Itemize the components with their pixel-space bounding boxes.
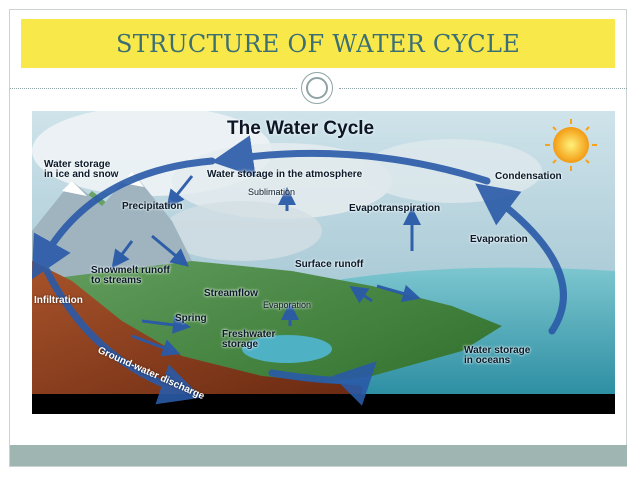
label-surface-runoff: Surface runoff: [295, 260, 363, 270]
label-evaporation-land: Evaporation: [263, 301, 311, 310]
label-evaporation-ocean: Evaporation: [470, 235, 528, 245]
label-spring: Spring: [175, 314, 207, 324]
label-infiltration: Infiltration: [34, 296, 83, 306]
title-bar: STRUCTURE OF WATER CYCLE: [21, 19, 615, 68]
label-water-storage-ice-snow: Water storage in ice and snow: [44, 160, 118, 180]
image-bottom-band: [32, 394, 615, 414]
divider-line-left: [10, 88, 297, 89]
label-condensation: Condensation: [495, 172, 562, 182]
sun-icon: [553, 127, 589, 163]
label-water-storage-oceans: Water storage in oceans: [464, 346, 530, 366]
label-evapotranspiration: Evapotranspiration: [349, 204, 440, 214]
label-streamflow: Streamflow: [204, 289, 258, 299]
label-freshwater-storage: Freshwater storage: [222, 330, 275, 350]
label-sublimation: Sublimation: [248, 188, 295, 197]
slide-title: STRUCTURE OF WATER CYCLE: [116, 30, 520, 58]
circle-ornament-icon: [301, 72, 333, 104]
water-cycle-diagram: The Water Cycle Water storage in ice and…: [32, 111, 615, 414]
diagram-title: The Water Cycle: [227, 118, 374, 140]
label-snowmelt-runoff: Snowmelt runoff to streams: [91, 266, 170, 286]
label-precipitation: Precipitation: [122, 202, 183, 212]
circle-ornament-inner: [306, 77, 328, 99]
divider-line-right: [339, 88, 627, 89]
footer-bar: [10, 445, 627, 466]
label-water-storage-atmosphere: Water storage in the atmosphere: [207, 170, 362, 180]
